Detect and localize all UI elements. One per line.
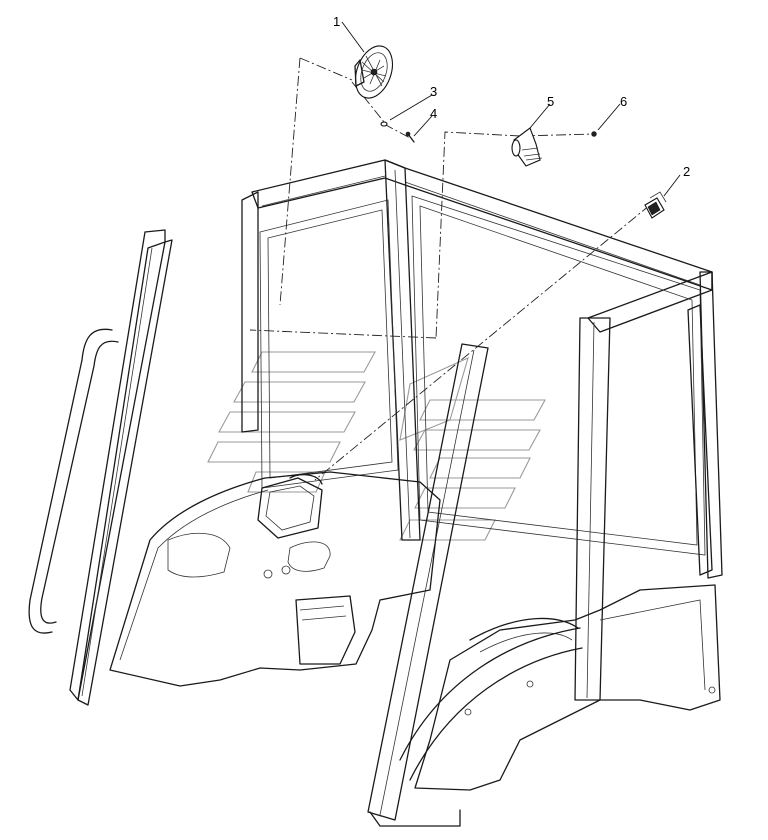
callout-2: 2: [683, 164, 690, 179]
assembly-lines: [249, 57, 651, 481]
bracket-part: [511, 127, 543, 167]
callout-4: 4: [430, 106, 437, 121]
callout-1: 1: [333, 14, 340, 29]
screw-part-4: [405, 131, 415, 143]
fan-assembly: [354, 45, 394, 99]
washer-part: [380, 121, 388, 127]
left-front-post: [28, 229, 173, 706]
cab-roof-frame: [241, 159, 723, 579]
switch-part: [644, 191, 667, 219]
screw-part-6: [591, 131, 597, 137]
callout-6: 6: [620, 94, 627, 109]
right-fender: [369, 584, 721, 827]
callout-leaders: [341, 21, 681, 197]
callout-3: 3: [430, 84, 437, 99]
dashboard-panel: [109, 471, 441, 687]
callout-5: 5: [547, 94, 554, 109]
callout-labels: 1 2 3 4 5 6: [333, 14, 690, 179]
